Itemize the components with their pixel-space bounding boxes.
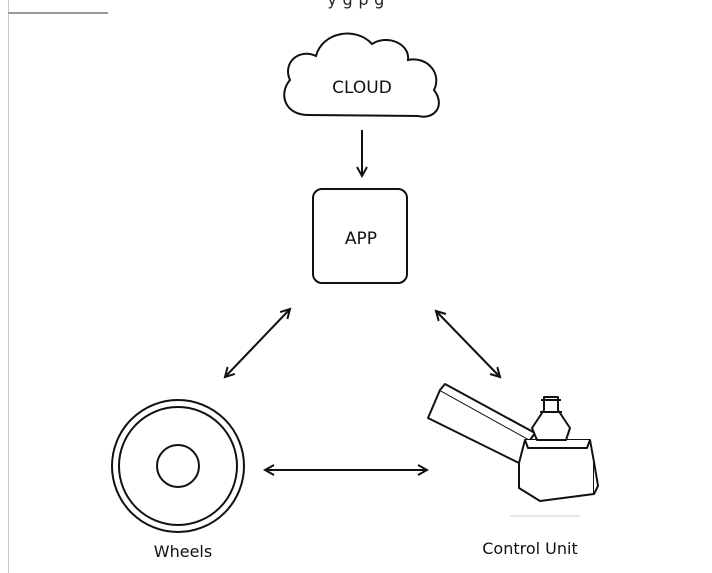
frame-left-border (8, 0, 9, 573)
cloud-label: CLOUD (332, 78, 392, 98)
wheel-icon (111, 399, 245, 533)
app-label: APP (345, 229, 377, 249)
wheels-node: Wheels (111, 399, 245, 561)
app-node: APP (312, 188, 408, 284)
arrow-app-control-unit (436, 311, 500, 377)
frame-top-tab (8, 0, 108, 14)
control-unit-icon (427, 383, 599, 502)
control-unit-label: Control Unit (482, 539, 578, 558)
cut-off-caption: y g p g (0, 0, 712, 9)
control-unit-node: Control Unit (427, 383, 599, 558)
cloud-node: CLOUD (283, 32, 440, 118)
arrow-app-wheels (225, 309, 290, 377)
wheels-label: Wheels (154, 542, 212, 561)
app-box (312, 188, 408, 284)
cloud-icon (283, 32, 440, 118)
